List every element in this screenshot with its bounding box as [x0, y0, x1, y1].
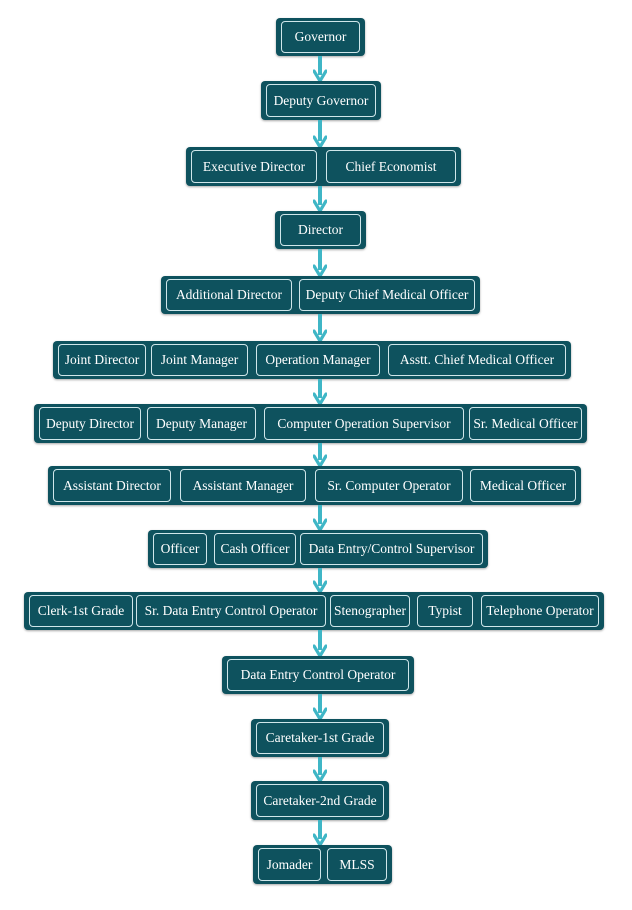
position-operation-manager: Operation Manager [256, 344, 380, 376]
down-arrow-icon [313, 820, 327, 845]
down-arrow-icon [313, 505, 327, 530]
position-joint-manager: Joint Manager [151, 344, 248, 376]
level-13-group: Caretaker-2nd Grade [251, 781, 389, 820]
down-arrow-icon [313, 56, 327, 81]
down-arrow-icon [313, 249, 327, 276]
level-4-group: Director [275, 211, 366, 249]
position-data-entry-control-operator: Data Entry Control Operator [227, 659, 409, 691]
position-assistant-director: Assistant Director [53, 469, 171, 502]
position-joint-director: Joint Director [58, 344, 146, 376]
position-deputy-manager: Deputy Manager [147, 407, 256, 440]
position-caretaker-1st-grade: Caretaker-1st Grade [256, 722, 384, 754]
position-clerk-1st-grade: Clerk-1st Grade [29, 595, 133, 627]
down-arrow-icon [313, 379, 327, 404]
level-3-group: Executive Director Chief Economist [186, 147, 461, 186]
position-jomader: Jomader [258, 848, 321, 881]
position-data-entry-control-supervisor: Data Entry/Control Supervisor [300, 533, 483, 565]
position-officer: Officer [153, 533, 207, 565]
position-assistant-manager: Assistant Manager [180, 469, 306, 502]
position-medical-officer: Medical Officer [470, 469, 576, 502]
position-director: Director [280, 214, 361, 246]
position-additional-director: Additional Director [166, 279, 292, 311]
level-8-group: Assistant Director Assistant Manager Sr. C… [48, 466, 581, 505]
down-arrow-icon [313, 568, 327, 592]
down-arrow-icon [313, 630, 327, 656]
position-asstt-chief-medical-officer: Asstt. Chief Medical Officer [388, 344, 566, 376]
position-typist: Typist [417, 595, 473, 627]
down-arrow-icon [313, 186, 327, 211]
position-deputy-chief-medical-officer: Deputy Chief Medical Officer [299, 279, 475, 311]
down-arrow-icon [313, 314, 327, 341]
position-stenographer: Stenographer [330, 595, 410, 627]
position-deputy-director: Deputy Director [39, 407, 141, 440]
level-2-group: Deputy Governor [261, 81, 381, 120]
position-computer-operation-supervisor: Computer Operation Supervisor [264, 407, 464, 440]
position-caretaker-2nd-grade: Caretaker-2nd Grade [256, 784, 384, 817]
down-arrow-icon [313, 757, 327, 781]
level-11-group: Data Entry Control Operator [222, 656, 414, 694]
position-sr-data-entry-control-operator: Sr. Data Entry Control Operator [136, 595, 326, 627]
level-1-group: Governor [276, 18, 365, 56]
position-deputy-governor: Deputy Governor [266, 84, 376, 117]
down-arrow-icon [313, 120, 327, 147]
down-arrow-icon [313, 694, 327, 719]
level-12-group: Caretaker-1st Grade [251, 719, 389, 757]
position-sr-computer-operator: Sr. Computer Operator [315, 469, 463, 502]
position-cash-officer: Cash Officer [214, 533, 296, 565]
position-governor: Governor [281, 21, 360, 53]
position-mlss: MLSS [327, 848, 387, 881]
down-arrow-icon [313, 443, 327, 466]
position-executive-director: Executive Director [191, 150, 317, 183]
position-telephone-operator: Telephone Operator [481, 595, 599, 627]
position-chief-economist: Chief Economist [326, 150, 456, 183]
position-sr-medical-officer: Sr. Medical Officer [469, 407, 582, 440]
